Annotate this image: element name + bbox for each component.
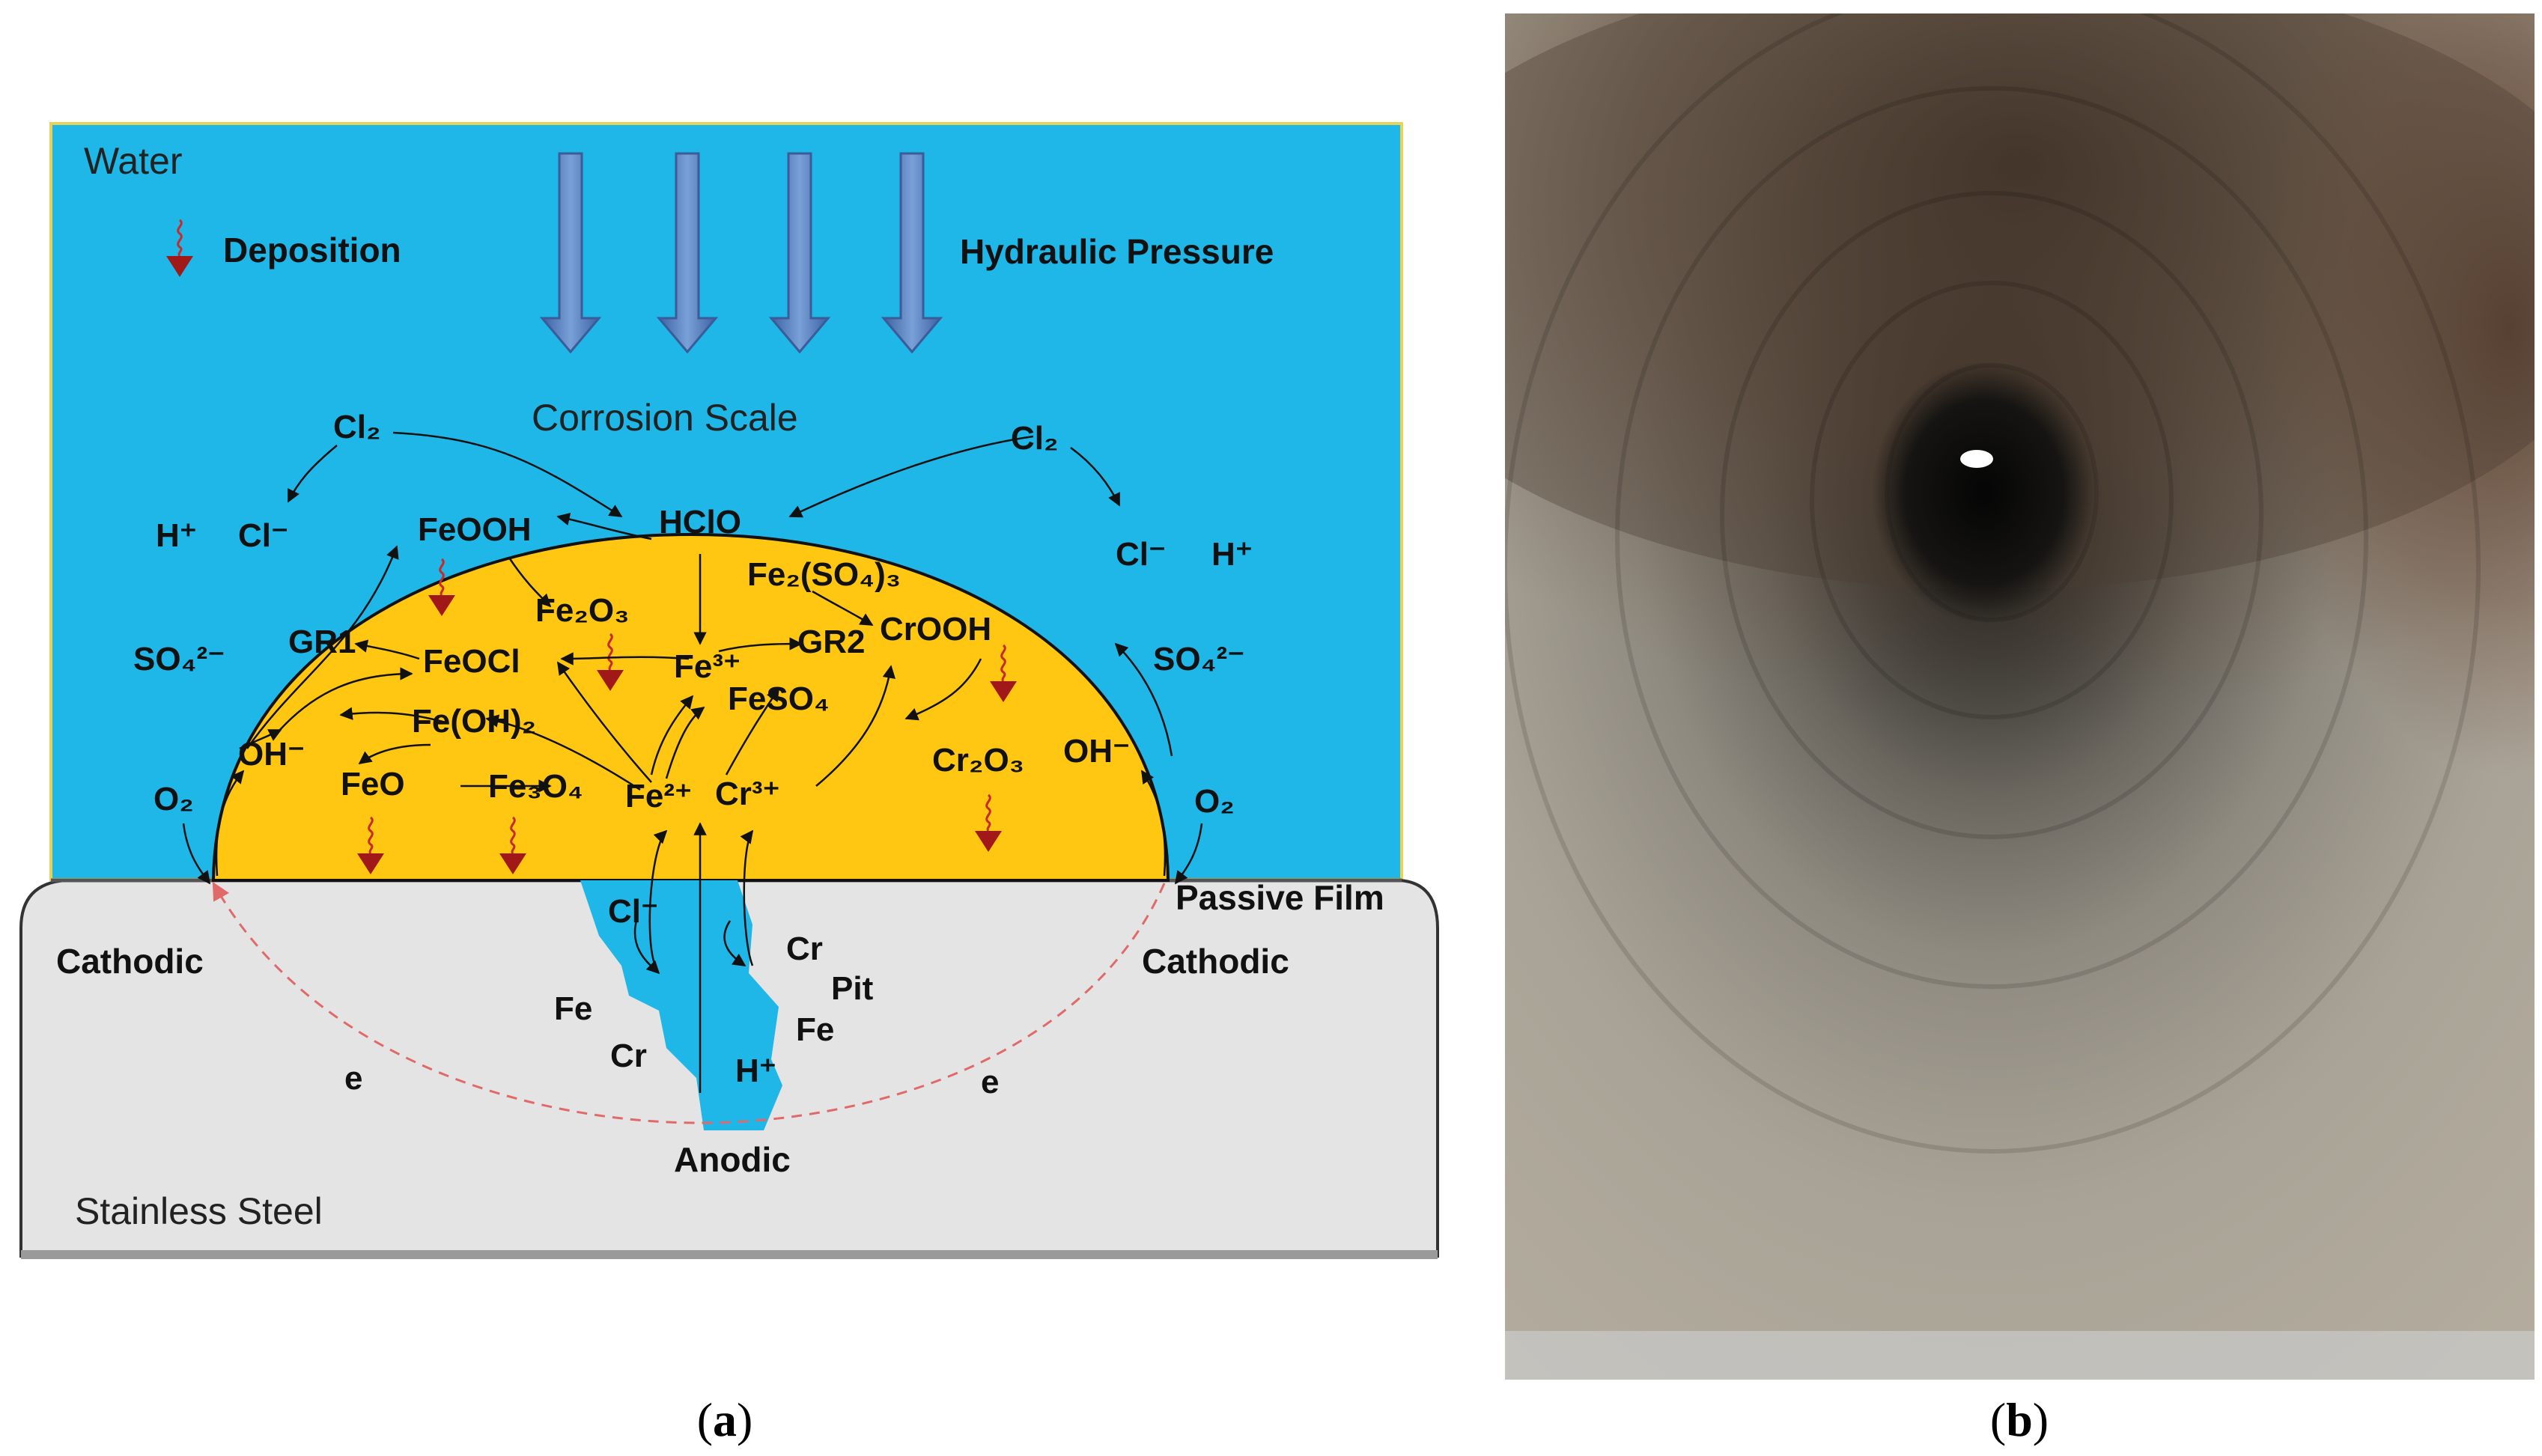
pit-fe-right-label: Fe [796, 1011, 834, 1048]
cl2-right: Cl₂ [1011, 420, 1059, 457]
feso4-label: FeSO₄ [728, 680, 830, 717]
fe2so43-label: Fe₂(SO₄)₃ [747, 556, 901, 593]
pit-fe-left-label: Fe [554, 990, 592, 1027]
pit-h-label: H⁺ [735, 1053, 776, 1089]
deposition-label: Deposition [223, 231, 401, 269]
h-ion-left: H⁺ [156, 517, 197, 554]
cl-ion-right: Cl⁻ [1116, 536, 1166, 573]
fe3-label: Fe³⁺ [674, 648, 741, 685]
h-ion-right: H⁺ [1211, 536, 1253, 573]
hclo-label: HClO [659, 504, 741, 540]
stainless-steel-label: Stainless Steel [75, 1190, 323, 1232]
sulfate-right: SO₄²⁻ [1153, 641, 1244, 677]
passive-film-label: Passive Film [1176, 878, 1384, 917]
pit-cl-label: Cl⁻ [608, 893, 658, 930]
sulfate-left: SO₄²⁻ [133, 641, 225, 677]
anodic-label: Anodic [674, 1140, 791, 1179]
o2-right: O₂ [1194, 783, 1235, 820]
cr2o3-label: Cr₂O₃ [932, 742, 1024, 779]
water-label: Water [84, 140, 183, 182]
corrosion-schematic: Water Corrosion Scale Stainless Steel Pa… [0, 0, 1468, 1347]
pit-cr-top-label: Cr [786, 930, 823, 967]
electron-left-label: e [344, 1060, 362, 1097]
feoh2-label: Fe(OH)₂ [412, 703, 536, 740]
gr2-label: GR2 [797, 624, 865, 660]
gr1-label: GR1 [288, 624, 356, 660]
o2-left: O₂ [153, 781, 194, 817]
cl-ion-left: Cl⁻ [238, 517, 288, 554]
pit-label: Pit [831, 970, 874, 1007]
feooh-label: FeOOH [418, 511, 532, 548]
hydraulic-pressure-label: Hydraulic Pressure [960, 232, 1274, 271]
corrosion-scale-label: Corrosion Scale [532, 397, 798, 439]
fe3o4-label: Fe₃O₄ [488, 768, 583, 805]
electron-right-label: e [981, 1064, 999, 1100]
pipe-interior-photo [1505, 13, 2535, 1380]
cr3-label: Cr³⁺ [715, 776, 780, 812]
caption-a: (a) [650, 1392, 800, 1448]
crooh-label: CrOOH [880, 611, 991, 648]
fe2o3-label: Fe₂O₃ [535, 592, 629, 629]
cathodic-left-label: Cathodic [56, 942, 204, 981]
oh-right-label: OH⁻ [1063, 733, 1130, 770]
pit-cr-left-label: Cr [610, 1038, 647, 1074]
oh-left-label: OH⁻ [238, 736, 305, 773]
fe2-label: Fe²⁺ [625, 778, 692, 814]
feo-label: FeO [341, 766, 405, 802]
feocl-label: FeOCl [423, 643, 520, 680]
cathodic-right-label: Cathodic [1142, 942, 1289, 981]
caption-b: (b) [1944, 1392, 2094, 1448]
cl2-left: Cl₂ [333, 409, 381, 445]
